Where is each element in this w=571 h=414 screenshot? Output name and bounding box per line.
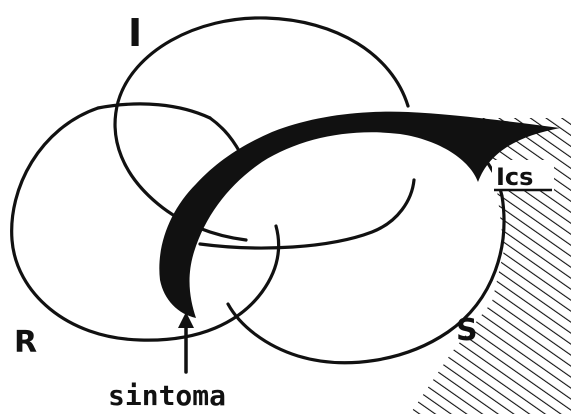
label-unconscious: Ics xyxy=(496,163,533,191)
unconscious-label-group: Ics xyxy=(492,160,554,191)
label-symptom: sintoma xyxy=(108,379,226,412)
label-imaginary: I xyxy=(128,11,142,55)
label-real: R xyxy=(14,325,37,360)
label-symbolic: S xyxy=(456,313,478,348)
ring-real xyxy=(12,108,279,340)
